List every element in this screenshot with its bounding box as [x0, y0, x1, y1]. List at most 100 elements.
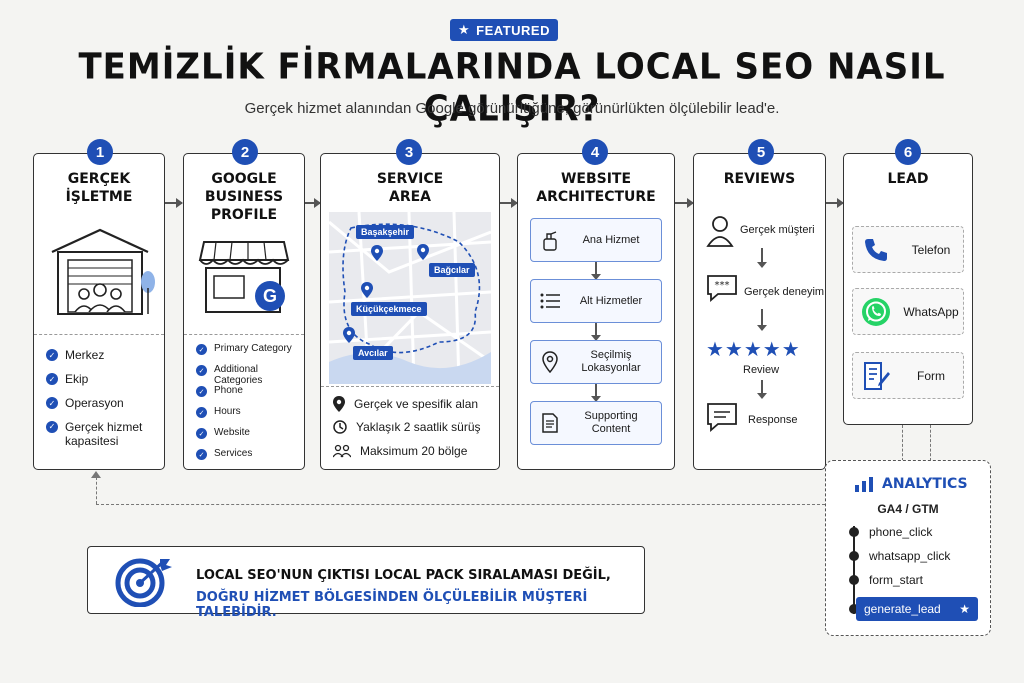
timeline-dot — [849, 527, 859, 537]
map-pin-label: Bağcılar — [429, 263, 475, 277]
lead-channel: Form — [852, 352, 964, 399]
review-step-label: Review — [743, 364, 780, 376]
step-title: GERÇEK İŞLETME — [65, 171, 133, 205]
check-icon: ✓ — [196, 407, 207, 418]
step-title: WEBSITE ARCHITECTURE — [536, 171, 656, 205]
review-step-label: Gerçek müşteri — [740, 224, 815, 236]
lead-channel: WhatsApp — [852, 288, 964, 335]
lead-channel: Telefon — [852, 226, 964, 273]
list-item: ✓Services — [196, 448, 298, 469]
list-item: ✓Phone — [196, 385, 298, 406]
feature-list: ✓Merkez ✓Ekip ✓Operasyon ✓Gerçek hizmet … — [46, 348, 158, 448]
service-area-fact: Yaklaşık 2 saatlik sürüş — [333, 420, 481, 434]
star-icon: ★ — [959, 602, 970, 616]
phone-icon — [865, 238, 887, 261]
list-item: ✓Operasyon — [46, 396, 158, 420]
flow-arrow — [675, 198, 694, 208]
map-pin-label: Başakşehir — [356, 225, 415, 239]
timeline-line — [853, 526, 855, 614]
featured-badge: ★ FEATURED — [450, 19, 558, 41]
flow-arrow — [305, 198, 321, 208]
architecture-block: Supporting Content — [530, 401, 662, 445]
generate-lead-event: generate_lead ★ — [856, 597, 978, 621]
featured-label: FEATURED — [476, 22, 550, 38]
step-number-1: 1 — [87, 139, 113, 165]
timeline-dot — [849, 575, 859, 585]
location-pin-icon — [542, 351, 558, 373]
step-card-gercek-isletme: GERÇEK İŞLETME ✓Merkez ✓Ekip ✓Operasyon … — [33, 153, 165, 470]
connector-line — [902, 425, 903, 461]
flow-arrow — [165, 198, 183, 208]
flow-arrow — [826, 198, 844, 208]
map-roads — [329, 212, 491, 384]
star-icon: ★ — [458, 22, 471, 37]
feature-list: ✓Primary Category ✓Additional Categories… — [196, 343, 298, 469]
svg-text:***: *** — [715, 280, 730, 291]
timeline-dot — [849, 604, 859, 614]
flow-arrow — [500, 198, 518, 208]
list-item: ✓Primary Category — [196, 343, 298, 364]
clock-icon — [333, 420, 347, 434]
check-icon: ✓ — [46, 397, 58, 409]
analytics-event: form_start — [849, 573, 923, 587]
flow-arrow — [757, 248, 767, 268]
list-item: ✓Additional Categories — [196, 364, 298, 386]
whatsapp-icon — [862, 297, 890, 326]
flow-arrow — [591, 384, 601, 402]
check-icon: ✓ — [196, 386, 207, 397]
architecture-block: Seçilmiş Lokasyonlar — [530, 340, 662, 384]
map-pin-label: Avcılar — [353, 346, 393, 360]
review-step-label: Response — [748, 414, 798, 426]
step-card-google-business-profile: GOOGLE BUSINESS PROFILE G ✓Primary Categ… — [183, 153, 305, 470]
step-number-5: 5 — [748, 139, 774, 165]
map-pin-label: Küçükçekmece — [351, 302, 427, 316]
people-icon — [333, 444, 351, 458]
service-area-fact: Gerçek ve spesifik alan — [333, 396, 478, 412]
check-icon: ✓ — [196, 449, 207, 460]
document-icon — [542, 413, 558, 433]
step-title: SERVICE AREA — [376, 171, 444, 205]
check-icon: ✓ — [46, 373, 58, 385]
page-subtitle: Gerçek hizmet alanından Google görünürlü… — [244, 100, 780, 117]
step-card-website-architecture: WEBSITE ARCHITECTURE Ana Hizmet Alt Hizm… — [517, 153, 675, 470]
map-pin-icon — [361, 282, 373, 298]
step-card-lead: LEAD Telefon WhatsApp Form — [843, 153, 973, 425]
architecture-block: Alt Hizmetler — [530, 279, 662, 323]
map-pin-icon — [417, 244, 429, 260]
analytics-subtitle: GA4 / GTM — [877, 502, 939, 516]
page-title: TEMİZLİK FİRMALARINDA LOCAL SEO NASIL ÇA… — [78, 46, 946, 130]
storefront-google-icon: G — [198, 241, 290, 313]
analytics-event: phone_click — [849, 525, 932, 539]
flow-arrow — [757, 309, 767, 331]
check-icon: ✓ — [46, 421, 58, 433]
list-item: ✓Gerçek hizmet kapasitesi — [46, 420, 158, 448]
review-step-label: Gerçek deneyim — [744, 286, 825, 298]
feedback-loop-line — [96, 504, 825, 505]
conclusion-box: LOCAL SEO'NUN ÇIKTISI LOCAL PACK SIRALAM… — [87, 546, 645, 620]
list-item: ✓Hours — [196, 406, 298, 427]
reply-bubble-icon — [707, 403, 737, 432]
flow-arrow — [757, 380, 767, 399]
check-icon: ✓ — [196, 428, 207, 439]
step-number-2: 2 — [232, 139, 258, 165]
analytics-panel: ANALYTICS GA4 / GTM phone_click whatsapp… — [825, 460, 991, 636]
connector-line — [930, 425, 931, 461]
svg-text:G: G — [263, 286, 277, 306]
divider — [34, 334, 164, 335]
five-stars-icon: ★★★★★ — [706, 339, 801, 361]
user-icon — [706, 216, 734, 247]
list-icon — [540, 293, 560, 309]
conclusion-line-2: DOĞRU HİZMET BÖLGESİNDEN ÖLÇÜLEBİLİR MÜŞ… — [196, 590, 588, 620]
architecture-block: Ana Hizmet — [530, 218, 662, 262]
analytics-title: ANALYTICS — [854, 476, 968, 492]
service-area-fact: Maksimum 20 bölge — [333, 444, 467, 458]
list-item: ✓Ekip — [46, 372, 158, 396]
divider — [184, 334, 304, 335]
form-icon — [864, 361, 890, 390]
timeline-dot — [849, 551, 859, 561]
flow-arrow — [591, 323, 601, 341]
list-item: ✓Website — [196, 427, 298, 448]
analytics-event: whatsapp_click — [849, 549, 950, 563]
step-title: GOOGLE BUSINESS PROFILE — [204, 171, 284, 223]
feedback-loop-line — [96, 477, 97, 504]
